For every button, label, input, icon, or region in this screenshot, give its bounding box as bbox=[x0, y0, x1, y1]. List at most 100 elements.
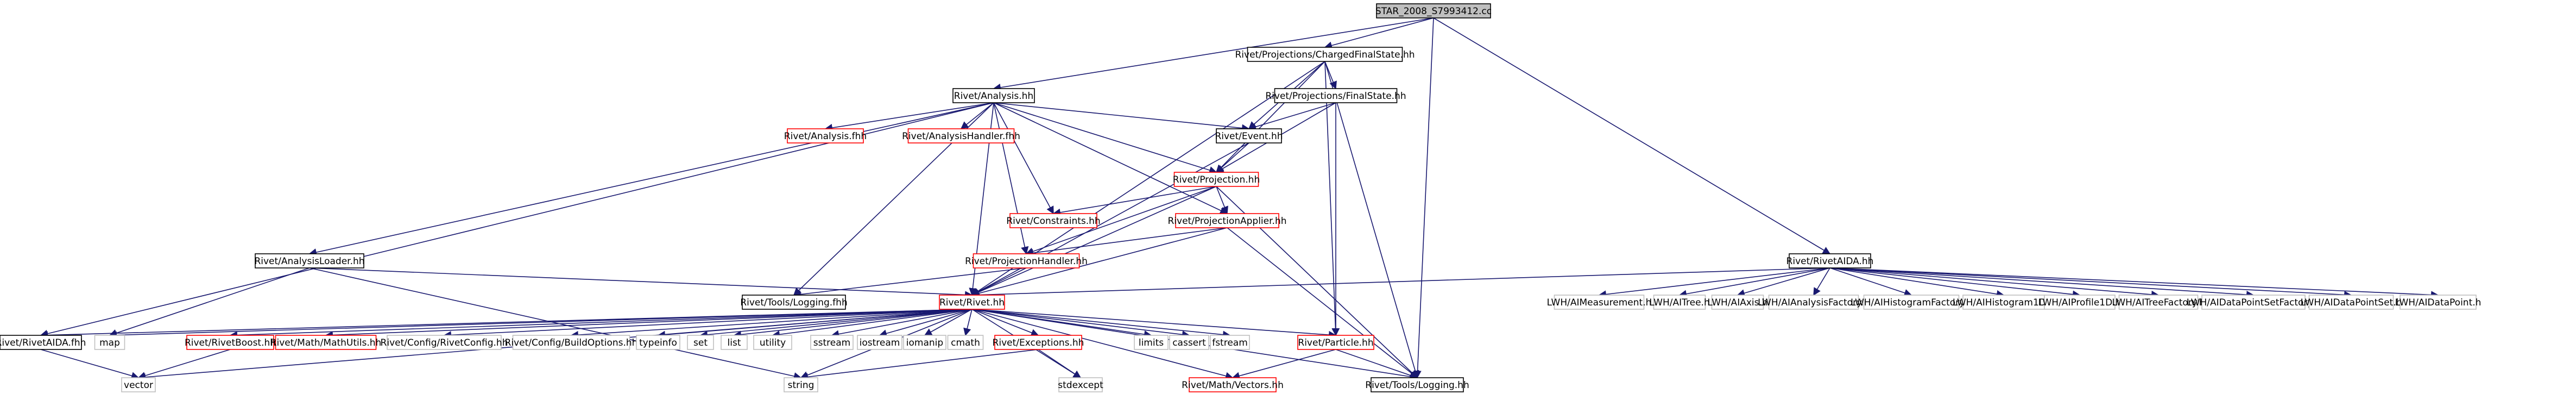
edge-exceptions-to-stdexcept bbox=[1038, 349, 1082, 378]
node-ianfac: LWH/AIAnalysisFactory.h bbox=[1758, 295, 1870, 310]
node-rivetconfig: Rivet/Config/RivetConfig.hh bbox=[381, 335, 508, 350]
node-box bbox=[94, 335, 125, 350]
node-box bbox=[512, 335, 630, 350]
edge-rivet-to-sstream bbox=[831, 309, 973, 338]
edge-rivetaida-to-iprof1d bbox=[1829, 267, 2081, 298]
node-iaxis: LWH/AIAxis.h bbox=[1707, 295, 1768, 310]
edge-event-to-proj bbox=[1215, 142, 1249, 173]
edge-proj-to-papplier bbox=[1216, 186, 1228, 215]
edge-particle-to-toolslog bbox=[1335, 349, 1418, 379]
edge-rivet-to-utility bbox=[772, 309, 973, 339]
node-box bbox=[939, 295, 1005, 310]
node-label: LWH/AIDataPointSetFactory.h bbox=[2187, 297, 2320, 308]
node-sstream: sstream bbox=[810, 335, 854, 350]
node-exceptions[interactable]: Rivet/Exceptions.hh bbox=[993, 335, 1084, 350]
node-aloader[interactable]: Rivet/AnalysisLoader.hh bbox=[254, 253, 365, 268]
edge-analysis-to-phandler bbox=[993, 102, 1029, 255]
node-particle[interactable]: Rivet/Particle.hh bbox=[1297, 335, 1374, 350]
edge-rivetaida-to-itreefac bbox=[1829, 267, 2160, 299]
node-box bbox=[994, 335, 1082, 350]
node-label: STAR_2008_S7993412.cc bbox=[1375, 6, 1492, 17]
node-boost[interactable]: Rivet/RivetBoost.hh bbox=[185, 335, 276, 350]
edge-rivet-to-set bbox=[699, 309, 973, 339]
node-label: LWH/AIHistogramFactory.h bbox=[1851, 297, 1972, 308]
node-box bbox=[275, 335, 377, 350]
node-mathvectors[interactable]: Rivet/Math/Vectors.hh bbox=[1182, 377, 1284, 392]
edge-rivet-to-mathvectors bbox=[971, 309, 1234, 380]
node-box bbox=[857, 335, 902, 350]
node-idpsfac: LWH/AIDataPointSetFactory.h bbox=[2187, 295, 2320, 310]
node-ranalysis[interactable]: Rivet/Analysis.fhh bbox=[784, 128, 867, 143]
edge-rivet-to-rivetconfig bbox=[443, 309, 973, 339]
node-itree: LWH/AITree.h bbox=[1649, 295, 1710, 310]
node-cfs[interactable]: Rivet/Projections/ChargedFinalState.hh bbox=[1235, 47, 1415, 62]
edge-rivetaida-to-idps bbox=[1829, 267, 2352, 299]
node-label: Rivet/Rivet.hh bbox=[939, 297, 1005, 308]
node-box bbox=[0, 335, 82, 350]
node-box bbox=[1058, 377, 1103, 392]
node-label: LWH/AIDataPointSet.h bbox=[2301, 297, 2402, 308]
edge-fs-to-event bbox=[1248, 102, 1336, 131]
node-proj[interactable]: Rivet/Projection.hh bbox=[1173, 172, 1260, 187]
node-box bbox=[903, 335, 946, 350]
node-rivetaidafhh[interactable]: Rivet/RivetAIDA.fhh bbox=[0, 335, 86, 350]
node-label: fstream bbox=[1212, 338, 1248, 348]
node-box bbox=[387, 335, 502, 350]
node-box bbox=[721, 335, 748, 350]
edge-rivetaida-to-itree bbox=[1678, 267, 1830, 298]
node-box bbox=[1247, 47, 1403, 62]
node-papplier[interactable]: Rivet/ProjectionApplier.hh bbox=[1167, 213, 1287, 228]
edge-rivet-to-fstream bbox=[971, 309, 1231, 339]
node-limits: limits bbox=[1134, 335, 1169, 350]
node-box bbox=[952, 88, 1035, 103]
node-label: limits bbox=[1139, 338, 1164, 348]
edge-rivet-to-exceptions bbox=[971, 309, 1039, 336]
node-toolslog[interactable]: Rivet/Tools/Logging.hh bbox=[1365, 377, 1469, 392]
node-label: LWH/AIHistogram1D.h bbox=[1953, 297, 2055, 308]
node-label: Rivet/Math/Vectors.hh bbox=[1182, 380, 1284, 391]
edge-boost-to-vector bbox=[137, 349, 231, 380]
dependency-nodes: STAR_2008_S7993412.ccRivet/Projections/C… bbox=[0, 3, 2481, 392]
edge-rivet-to-cassert bbox=[971, 309, 1190, 339]
edge-analysis-to-constraints bbox=[993, 102, 1054, 215]
node-map: map bbox=[94, 335, 125, 350]
node-rivetaida[interactable]: Rivet/RivetAIDA.hh bbox=[1786, 253, 1874, 268]
node-label: set bbox=[693, 338, 708, 348]
node-mathutils[interactable]: Rivet/Math/MathUtils.hh bbox=[270, 335, 382, 350]
node-box bbox=[784, 377, 818, 392]
node-analysis[interactable]: Rivet/Analysis.hh bbox=[952, 88, 1035, 103]
node-box bbox=[810, 335, 854, 350]
edge-root-to-cfs bbox=[1324, 17, 1434, 49]
node-box bbox=[1789, 253, 1871, 268]
node-box bbox=[121, 377, 156, 392]
node-toolslogfhh[interactable]: Rivet/Tools/Logging.fhh bbox=[740, 295, 848, 310]
edge-rivetaida-to-ihistfac bbox=[1829, 267, 1912, 297]
node-label: map bbox=[99, 338, 120, 348]
node-fs[interactable]: Rivet/Projections/FinalState.hh bbox=[1265, 88, 1406, 103]
node-box bbox=[1962, 295, 2045, 310]
edge-root-to-toolslog bbox=[1413, 17, 1434, 379]
node-event[interactable]: Rivet/Event.hh bbox=[1215, 128, 1283, 143]
node-itreefac: LWH/AITreeFactory.h bbox=[2112, 295, 2205, 310]
node-phandler[interactable]: Rivet/ProjectionHandler.hh bbox=[965, 253, 1088, 268]
node-box bbox=[1711, 295, 1764, 310]
edge-root-to-analysis bbox=[993, 17, 1434, 92]
node-box bbox=[1371, 377, 1464, 392]
node-label: cmath bbox=[951, 338, 980, 348]
node-ihist1d: LWH/AIHistogram1D.h bbox=[1953, 295, 2055, 310]
edge-rivet-to-iomanip bbox=[924, 309, 973, 336]
edge-analysis-to-ahandler bbox=[960, 102, 994, 129]
edge-rivetaidafhh-to-vector bbox=[40, 349, 140, 380]
node-box bbox=[742, 295, 846, 310]
node-box bbox=[1009, 213, 1097, 228]
node-ahandler[interactable]: Rivet/AnalysisHandler.fhh bbox=[902, 128, 1020, 143]
node-box bbox=[907, 128, 1015, 143]
edge-rivetaida-to-ihist1d bbox=[1829, 267, 2005, 298]
node-rivet[interactable]: Rivet/Rivet.hh bbox=[939, 295, 1005, 310]
node-box bbox=[1863, 295, 1960, 310]
node-label: Rivet/RivetAIDA.fhh bbox=[0, 338, 86, 348]
node-label: Rivet/AnalysisHandler.fhh bbox=[902, 131, 1020, 142]
node-root[interactable]: STAR_2008_S7993412.cc bbox=[1375, 3, 1492, 18]
node-box bbox=[1653, 295, 1706, 310]
node-constraints[interactable]: Rivet/Constraints.hh bbox=[1006, 213, 1101, 228]
